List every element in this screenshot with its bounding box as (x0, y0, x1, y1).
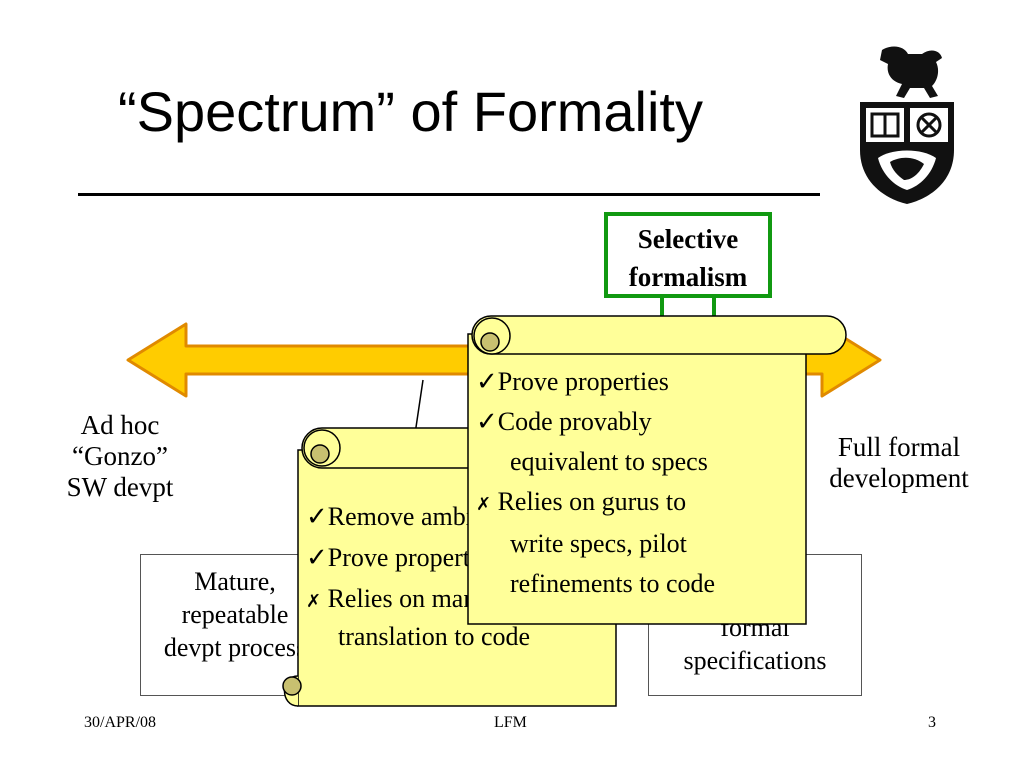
check-icon: ✓ (306, 502, 328, 531)
left-label-line1: Ad hoc (80, 410, 160, 440)
box-left-line3: devpt process (163, 633, 307, 662)
scroll-front-item-2-line3: refinements to code (510, 569, 716, 598)
pointer-line (414, 379, 424, 435)
scroll-front-item-2-line2: write specs, pilot (510, 529, 687, 558)
right-label-line2: development (829, 463, 969, 493)
scroll-front-text: ✓Prove properties ✓Code provably equival… (476, 362, 715, 604)
selective-line1: Selective (637, 224, 739, 254)
page-number: 3 (928, 714, 936, 731)
check-icon: ✓ (306, 543, 328, 572)
footer-date: 30/APR/08 (84, 714, 157, 731)
scroll-front-item-1: ✓Code provably (476, 402, 715, 442)
scroll-front-item-2: ✗ Relies on gurus to (476, 482, 715, 524)
selective-line2: formalism (628, 262, 748, 292)
box-left-line2: repeatable (181, 600, 289, 629)
scroll-front-item-2-line1: Relies on gurus to (497, 487, 687, 516)
box-right-line2: specifications (683, 646, 827, 675)
university-crest-icon (860, 46, 954, 204)
full-formal-label: Full formal development (804, 432, 994, 494)
ad-hoc-label: Ad hoc “Gonzo” SW devpt (48, 410, 192, 503)
scroll-front-item-0: ✓Prove properties (476, 362, 715, 402)
check-icon: ✓ (476, 407, 498, 436)
scroll-front-item-1-line2: equivalent to specs (510, 447, 708, 476)
scroll-front-item-0-text: Prove properties (497, 367, 669, 396)
scroll-front-item-1-line1: Code provably (497, 407, 652, 436)
scroll-front: ✓Prove properties ✓Code provably equival… (462, 312, 852, 628)
cross-icon: ✗ (306, 591, 322, 611)
left-label-line2: “Gonzo” (72, 441, 168, 471)
cross-icon: ✗ (476, 494, 492, 514)
footer-center: LFM (494, 714, 527, 731)
title-underline (78, 193, 820, 196)
right-label-line1: Full formal (837, 432, 961, 462)
box-left-line1: Mature, (194, 567, 276, 596)
scroll-front-shape (467, 315, 847, 625)
scroll-back-continuation: translation to code (338, 622, 531, 651)
check-icon: ✓ (476, 367, 498, 396)
selective-formalism-box: Selective formalism (604, 212, 772, 298)
slide-title: “Spectrum” of Formality (118, 80, 703, 143)
left-label-line3: SW devpt (66, 472, 174, 502)
